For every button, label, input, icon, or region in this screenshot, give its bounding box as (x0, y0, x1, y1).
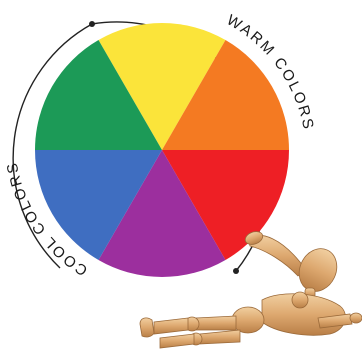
ring-dot-bottom (233, 268, 239, 274)
ring-dot-top (89, 21, 95, 27)
